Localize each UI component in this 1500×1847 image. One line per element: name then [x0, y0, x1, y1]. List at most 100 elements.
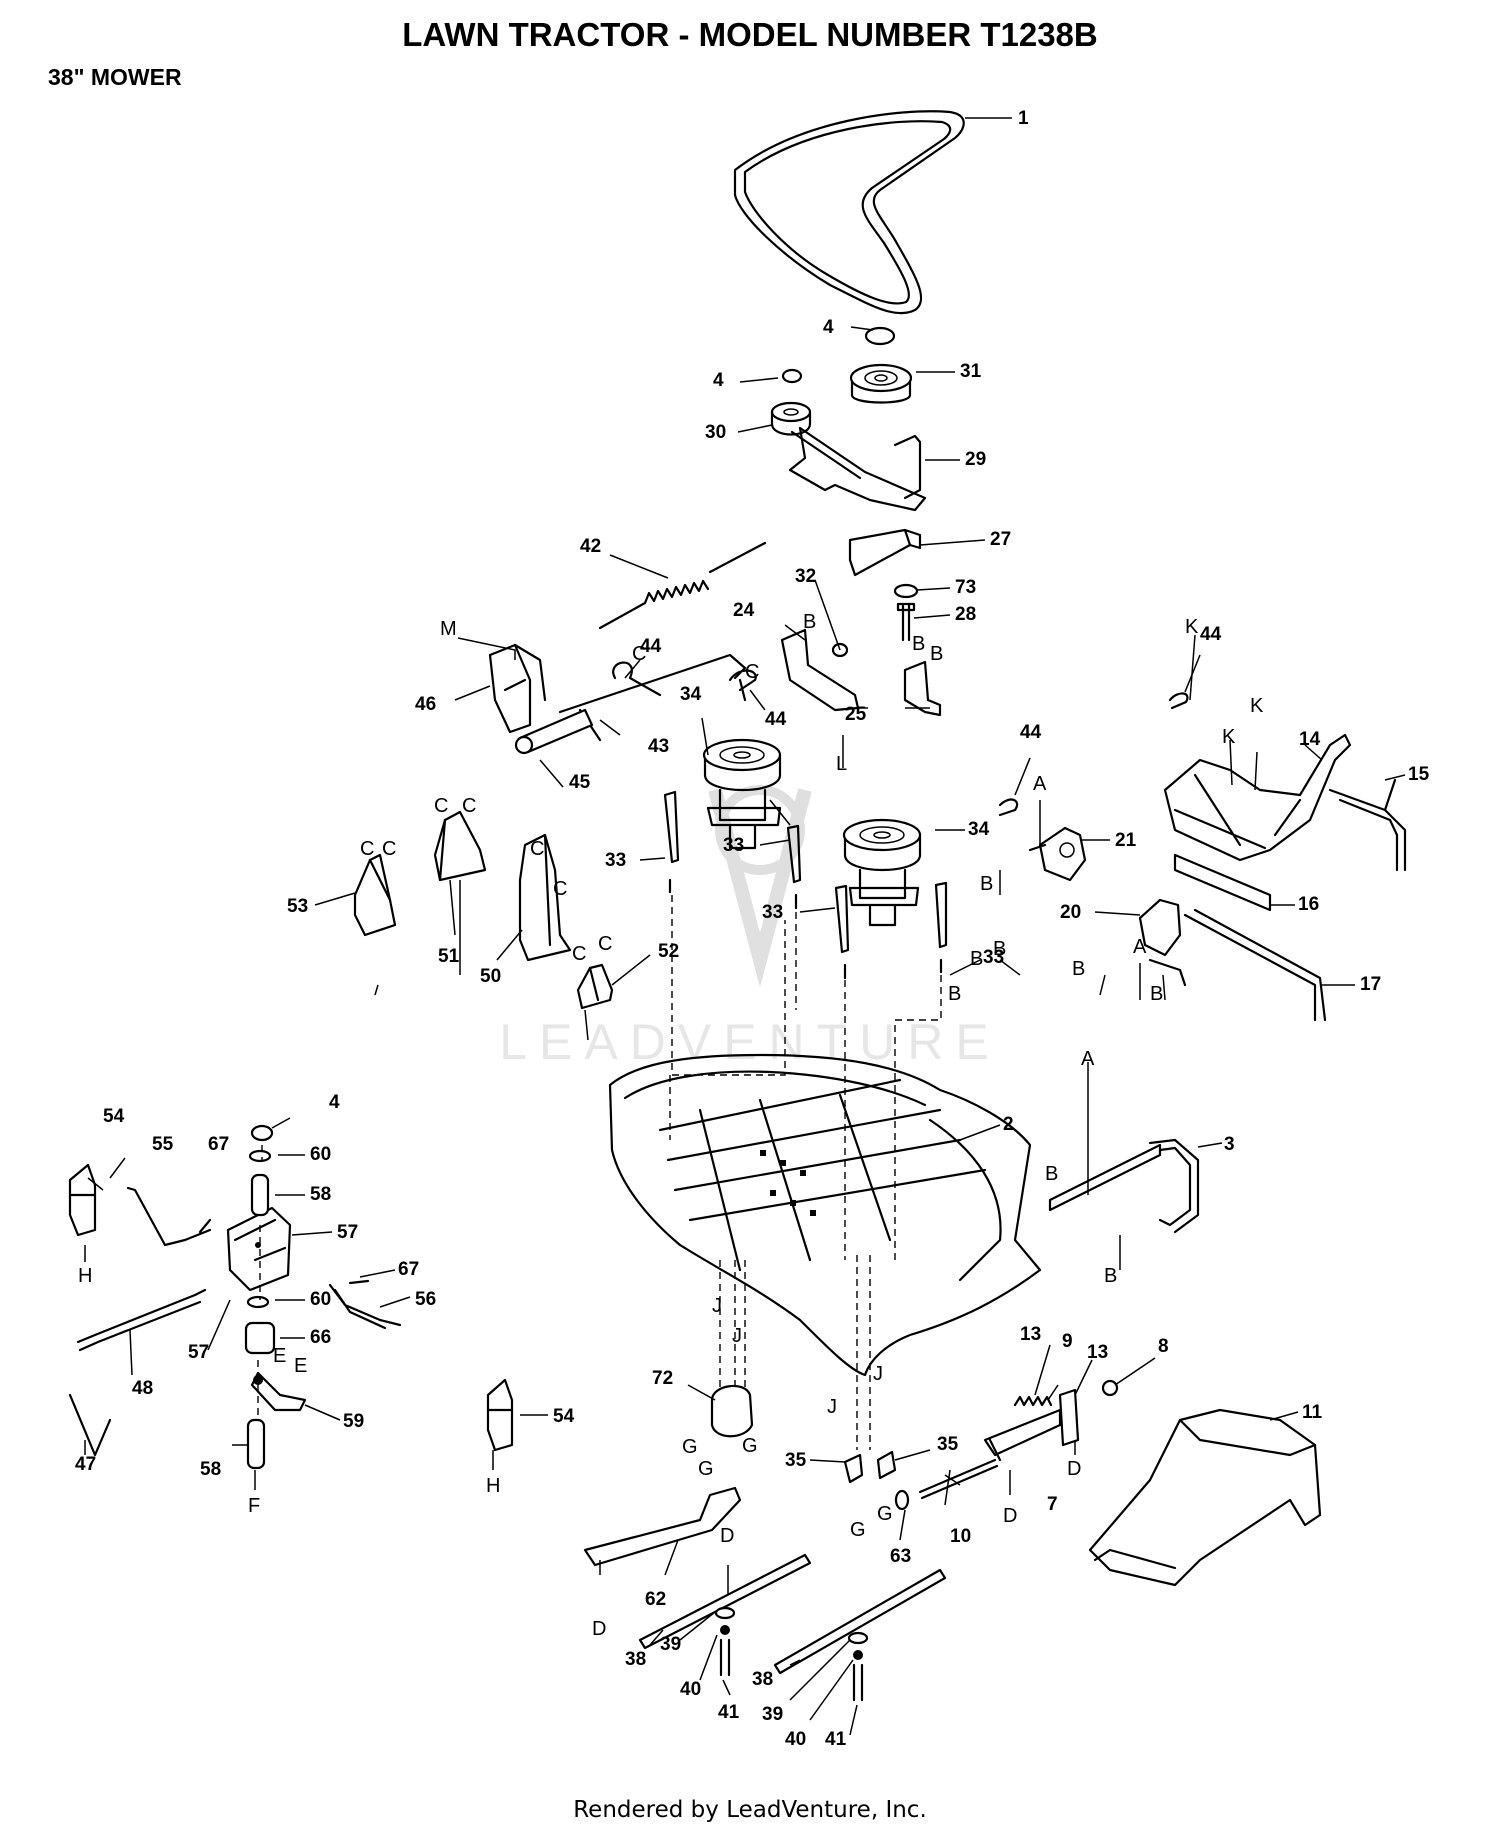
part-51-bracket	[433, 810, 487, 882]
callout-label: 4	[713, 370, 724, 391]
callout-label: 67	[208, 1134, 229, 1155]
ref-letter: C	[572, 943, 586, 965]
ref-letter: L	[836, 753, 847, 775]
callout-label: 4	[329, 1092, 340, 1113]
alignment-lines	[257, 895, 942, 1450]
part-67-clips	[198, 1218, 370, 1285]
part-54-bracket-top	[68, 1163, 97, 1237]
part-4-nut-left	[250, 1124, 274, 1142]
callout-label: 13	[1020, 1324, 1041, 1345]
ref-letter: C	[530, 838, 544, 860]
callout-label: 72	[652, 1368, 673, 1389]
callout-label: 38	[752, 1669, 773, 1690]
ref-letter: H	[486, 1475, 500, 1497]
ref-letter: J	[712, 1295, 722, 1317]
part-30-idler	[770, 368, 812, 436]
ref-letter: C	[553, 878, 567, 900]
ref-letter: D	[1067, 1458, 1081, 1480]
callout-label: 40	[785, 1729, 806, 1750]
ref-letter: H	[78, 1265, 92, 1287]
ref-letter: J	[873, 1363, 883, 1385]
ref-letter: G	[850, 1519, 866, 1541]
ref-letter: B	[1104, 1265, 1117, 1287]
part-35-brackets	[843, 1450, 910, 1511]
ref-letter: C	[598, 933, 612, 955]
callout-label: 39	[660, 1634, 681, 1655]
callout-label: 54	[553, 1406, 575, 1427]
ref-letter: K	[1250, 695, 1264, 717]
callout-label: 34	[968, 819, 990, 840]
callout-label: 60	[310, 1144, 331, 1165]
callout-label: 41	[718, 1702, 740, 1723]
page-title: LAWN TRACTOR - MODEL NUMBER T1238B	[402, 16, 1098, 53]
callout-label: 55	[152, 1134, 174, 1155]
part-9-spring	[1013, 1395, 1053, 1407]
part-31-pulley	[849, 326, 913, 404]
part-66-bushing	[244, 1321, 276, 1355]
ref-letter: C	[745, 661, 759, 683]
callout-label: 13	[1087, 1342, 1108, 1363]
part-8-nut	[1101, 1379, 1119, 1397]
part-39-40-41-hardware	[714, 1606, 869, 1702]
watermark-text: LEADVENTURE	[499, 1014, 1001, 1070]
callout-label: 53	[287, 896, 308, 917]
ref-letter: A	[1033, 773, 1047, 795]
ref-letter: G	[698, 1458, 714, 1480]
ref-letter: C	[434, 795, 448, 817]
part-58-spacers	[246, 1173, 270, 1470]
callout-label: 7	[1047, 1494, 1058, 1515]
callout-label: 35	[937, 1434, 959, 1455]
callout-label: 38	[625, 1649, 646, 1670]
part-48-rod	[76, 1288, 207, 1352]
callout-label: 33	[723, 835, 744, 856]
callout-label: 30	[705, 422, 726, 443]
callout-label: 1	[1018, 108, 1029, 129]
callout-label: 45	[569, 772, 591, 793]
part-50-bracket	[518, 833, 572, 962]
callout-label: 15	[1408, 764, 1430, 785]
part-11-chute	[1088, 1408, 1322, 1587]
callout-label: 2	[1003, 1114, 1014, 1135]
callout-label: 21	[1115, 830, 1137, 851]
part-14-frame	[1163, 733, 1352, 862]
ref-letter: B	[980, 873, 993, 895]
callout-label: 57	[337, 1222, 358, 1243]
ref-letter: G	[682, 1436, 698, 1458]
ref-letter: D	[1003, 1505, 1017, 1527]
callout-label: 40	[680, 1679, 701, 1700]
part-34-spindle-left	[702, 738, 782, 850]
ref-letter: B	[1072, 958, 1085, 980]
callout-label: 14	[1299, 729, 1321, 750]
ref-letter: D	[720, 1525, 734, 1547]
callout-label: 54	[103, 1106, 125, 1127]
callout-label: 20	[1060, 902, 1081, 923]
ref-letter: B	[912, 633, 925, 655]
part-72-bracket	[710, 1384, 754, 1438]
callout-label: 51	[438, 946, 460, 967]
callout-label: 59	[343, 1411, 364, 1432]
part-46-bracket	[488, 643, 747, 755]
ref-letter: J	[827, 1396, 837, 1418]
reference-letters: M L A A A B B B B B B B B B B B C C C C …	[78, 611, 1264, 1640]
callout-label: 33	[983, 947, 1004, 968]
ref-letter: B	[1150, 983, 1163, 1005]
ref-letter: C	[382, 838, 396, 860]
ref-letter: K	[1222, 726, 1236, 748]
part-1-belt	[733, 110, 965, 315]
callout-label: 11	[1302, 1402, 1323, 1423]
callout-label: 24	[733, 600, 755, 621]
part-42-spring	[598, 541, 767, 630]
callout-label: 50	[480, 966, 501, 987]
part-7-arm	[983, 1388, 1080, 1462]
ref-letter: B	[993, 938, 1006, 960]
callout-label: 39	[762, 1704, 783, 1725]
callout-label: 16	[1298, 894, 1319, 915]
part-60-washers	[246, 1149, 272, 1309]
part-2-deck	[608, 1053, 1042, 1377]
part-56-rod	[328, 1283, 402, 1330]
part-53-bracket	[353, 853, 397, 937]
part-24-bracket	[780, 628, 942, 717]
callout-label: 56	[415, 1289, 436, 1310]
callout-label: 28	[955, 604, 976, 625]
